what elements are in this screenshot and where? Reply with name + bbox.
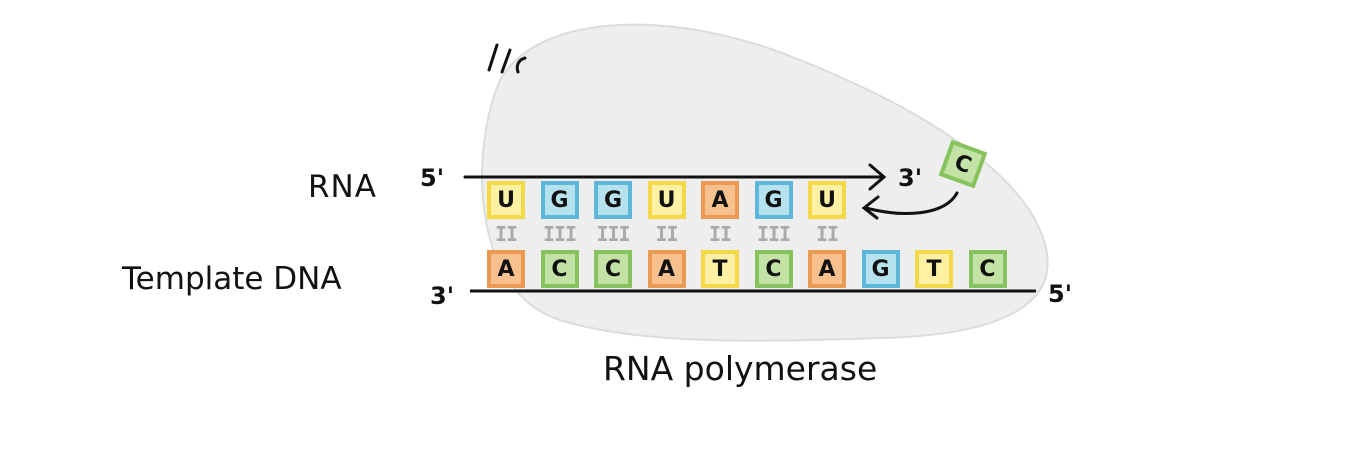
- hydrogen-bond-mark: III: [542, 222, 577, 246]
- rna-base: U: [647, 181, 686, 219]
- rna-base: U: [487, 181, 525, 219]
- dna-5-prime-label: 5': [1048, 280, 1073, 308]
- rna-base: U: [808, 181, 846, 219]
- hydrogen-bond-mark: II: [815, 222, 839, 246]
- hydrogen-bond-mark: II: [655, 222, 678, 246]
- rna-base: G: [754, 181, 793, 219]
- rna-5-prime-label: 5': [420, 164, 445, 192]
- template-dna-label: Template DNA: [122, 261, 342, 297]
- rna-label: RNA: [308, 169, 377, 205]
- dna-base: C: [754, 250, 793, 288]
- addition-arrow: [861, 191, 959, 220]
- dna-base: T: [915, 250, 953, 288]
- hydrogen-bond-mark: III: [596, 222, 630, 246]
- dna-base: A: [487, 250, 525, 288]
- rna-3-prime-label: 3': [898, 164, 923, 192]
- rna-base: G: [540, 181, 579, 219]
- dna-base: T: [701, 250, 739, 288]
- dna-base: A: [647, 250, 686, 288]
- hydrogen-bond-mark: II: [494, 222, 518, 246]
- dna-base: C: [540, 250, 579, 288]
- rna-polymerase-label: RNA polymerase: [603, 349, 878, 388]
- dna-base: A: [808, 250, 846, 288]
- hydrogen-bond-mark: II: [708, 222, 732, 246]
- dna-base: C: [594, 250, 632, 288]
- hydrogen-bond-mark: III: [756, 222, 791, 246]
- dna-3-prime-label: 3': [430, 282, 455, 310]
- rna-strand-arrow: [463, 163, 887, 191]
- rna-base: G: [594, 181, 632, 219]
- rna-base: A: [701, 181, 739, 219]
- dna-base: G: [861, 250, 900, 288]
- motion-lines-icon: [487, 43, 527, 74]
- dna-base: C: [968, 250, 1007, 288]
